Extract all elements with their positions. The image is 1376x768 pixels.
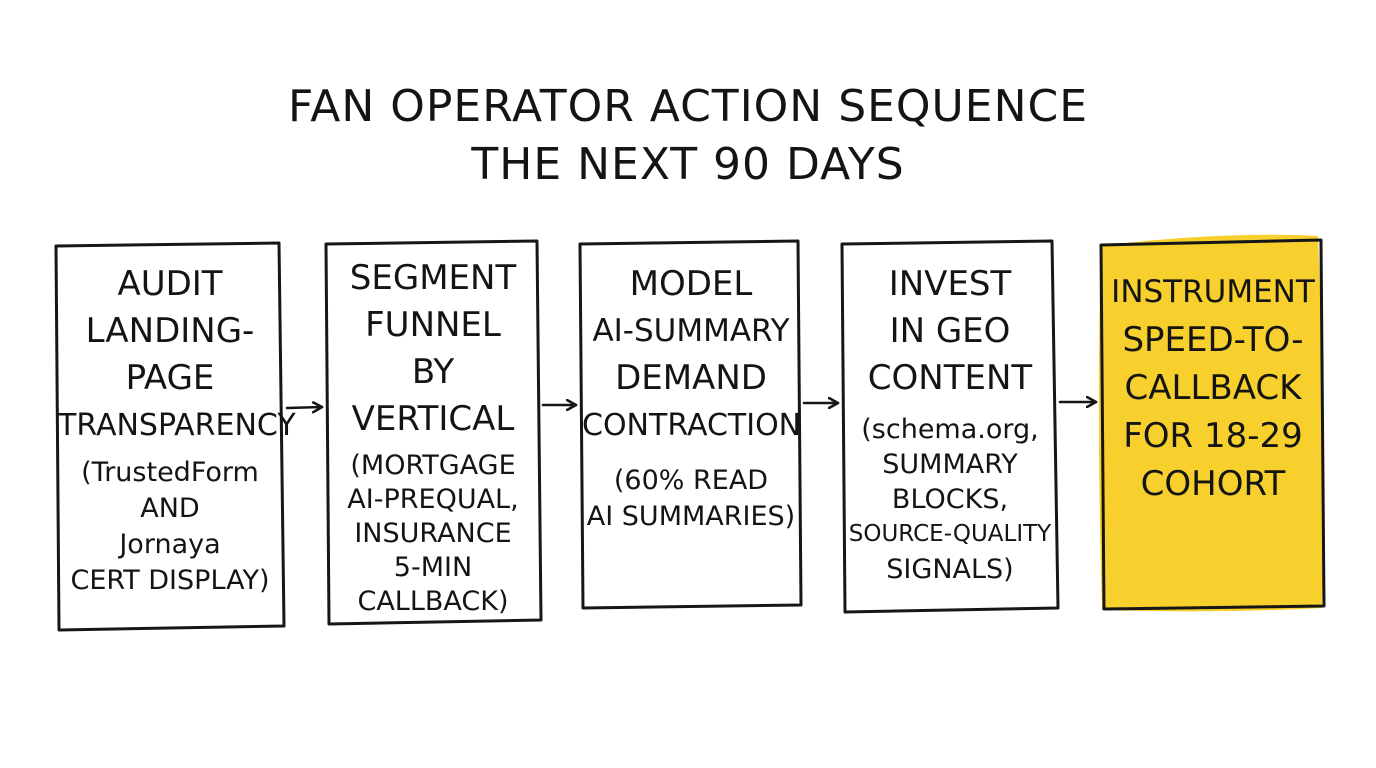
step-1-note-line: Jornaya <box>119 529 221 560</box>
title-line-2: THE NEXT 90 DAYS <box>471 139 905 190</box>
step-1-title-line: TRANSPARENCY <box>58 408 296 443</box>
step-1-title-line: PAGE <box>125 358 215 398</box>
step-2-note-line: 5-MIN <box>393 552 473 583</box>
step-1-box <box>54 241 286 632</box>
step-5-title-line: CALLBACK <box>1124 368 1302 408</box>
step-5-title-line: INSTRUMENT <box>1111 274 1315 310</box>
step-3-text: MODEL AI-SUMMARY DEMAND CONTRACTION (60%… <box>582 261 802 535</box>
diagram-title: FAN OPERATOR ACTION SEQUENCE THE NEXT 90… <box>0 78 1376 194</box>
step-2-note-line: (MORTGAGE <box>350 450 516 481</box>
step-4-note-line: SUMMARY <box>882 449 1018 480</box>
step-2-title: SEGMENT FUNNEL BY VERTICAL <box>328 255 538 443</box>
step-1-title-line: LANDING- <box>85 311 255 351</box>
step-4-title-line: CONTENT <box>867 358 1033 398</box>
step-4-text: INVEST IN GEO CONTENT (schema.org, SUMMA… <box>844 261 1056 587</box>
step-1-title-line: AUDIT <box>117 264 223 304</box>
step-4-note-line: BLOCKS, <box>891 484 1009 515</box>
step-3-title-line: AI-SUMMARY <box>592 313 790 349</box>
step-2-text: SEGMENT FUNNEL BY VERTICAL (MORTGAGE AI-… <box>328 255 538 619</box>
step-3-title-line: CONTRACTION <box>582 408 802 443</box>
step-3-note-line: AI SUMMARIES) <box>586 501 796 532</box>
step-2-title-line: FUNNEL <box>365 305 501 345</box>
step-5-title-line: SPEED-TO- <box>1122 320 1304 360</box>
step-2-title-line: BY <box>411 352 455 392</box>
title-line-1: FAN OPERATOR ACTION SEQUENCE <box>287 81 1089 132</box>
step-1-text: AUDIT LANDING- PAGE TRANSPARENCY (Truste… <box>58 261 296 599</box>
step-2-note-line: CALLBACK) <box>357 586 509 617</box>
step-2-box <box>324 239 543 626</box>
step-4-note-line: SOURCE-QUALITY <box>848 521 1052 547</box>
step-4-title-line: IN GEO <box>889 311 1011 351</box>
step-2-title-line: VERTICAL <box>351 399 515 439</box>
step-1-title: AUDIT LANDING- PAGE TRANSPARENCY <box>58 261 296 449</box>
arrow-1-to-2 <box>285 407 324 408</box>
step-4-box <box>840 239 1060 614</box>
step-3-title-line: DEMAND <box>615 358 767 398</box>
step-3-note-line: (60% READ <box>613 465 769 496</box>
step-2-note-line: AI-PREQUAL, <box>347 484 519 515</box>
step-5-title-line: COHORT <box>1140 464 1286 504</box>
step-2-note: (MORTGAGE AI-PREQUAL, INSURANCE 5-MIN CA… <box>328 449 538 619</box>
step-3-note: (60% READ AI SUMMARIES) <box>582 463 800 535</box>
step-5-highlight-fill <box>1098 234 1324 612</box>
step-2-title-line: SEGMENT <box>349 258 517 298</box>
step-1-note-line: AND <box>140 493 200 524</box>
step-3-title: MODEL AI-SUMMARY DEMAND CONTRACTION <box>582 261 802 449</box>
step-5-title: INSTRUMENT SPEED-TO- CALLBACK FOR 18-29 … <box>1103 268 1323 508</box>
step-2-note-line: INSURANCE <box>354 518 512 549</box>
step-3-title-line: MODEL <box>629 264 753 304</box>
step-4-note-line: SIGNALS) <box>886 554 1014 585</box>
step-4-note: (schema.org, SUMMARY BLOCKS, SOURCE-QUAL… <box>844 412 1056 587</box>
step-1-note-line: CERT DISPLAY) <box>70 565 270 596</box>
step-4-note-line: (schema.org, <box>861 414 1039 445</box>
step-1-note: (TrustedForm AND Jornaya CERT DISPLAY) <box>58 455 282 599</box>
step-5-box <box>1099 238 1326 611</box>
step-1-note-line: (TrustedForm <box>81 457 259 488</box>
step-4-title-line: INVEST <box>888 264 1012 304</box>
step-4-title: INVEST IN GEO CONTENT <box>844 261 1056 402</box>
step-5-text: INSTRUMENT SPEED-TO- CALLBACK FOR 18-29 … <box>1103 268 1323 508</box>
step-3-box <box>578 239 803 610</box>
step-5-title-line: FOR 18-29 <box>1123 416 1303 456</box>
